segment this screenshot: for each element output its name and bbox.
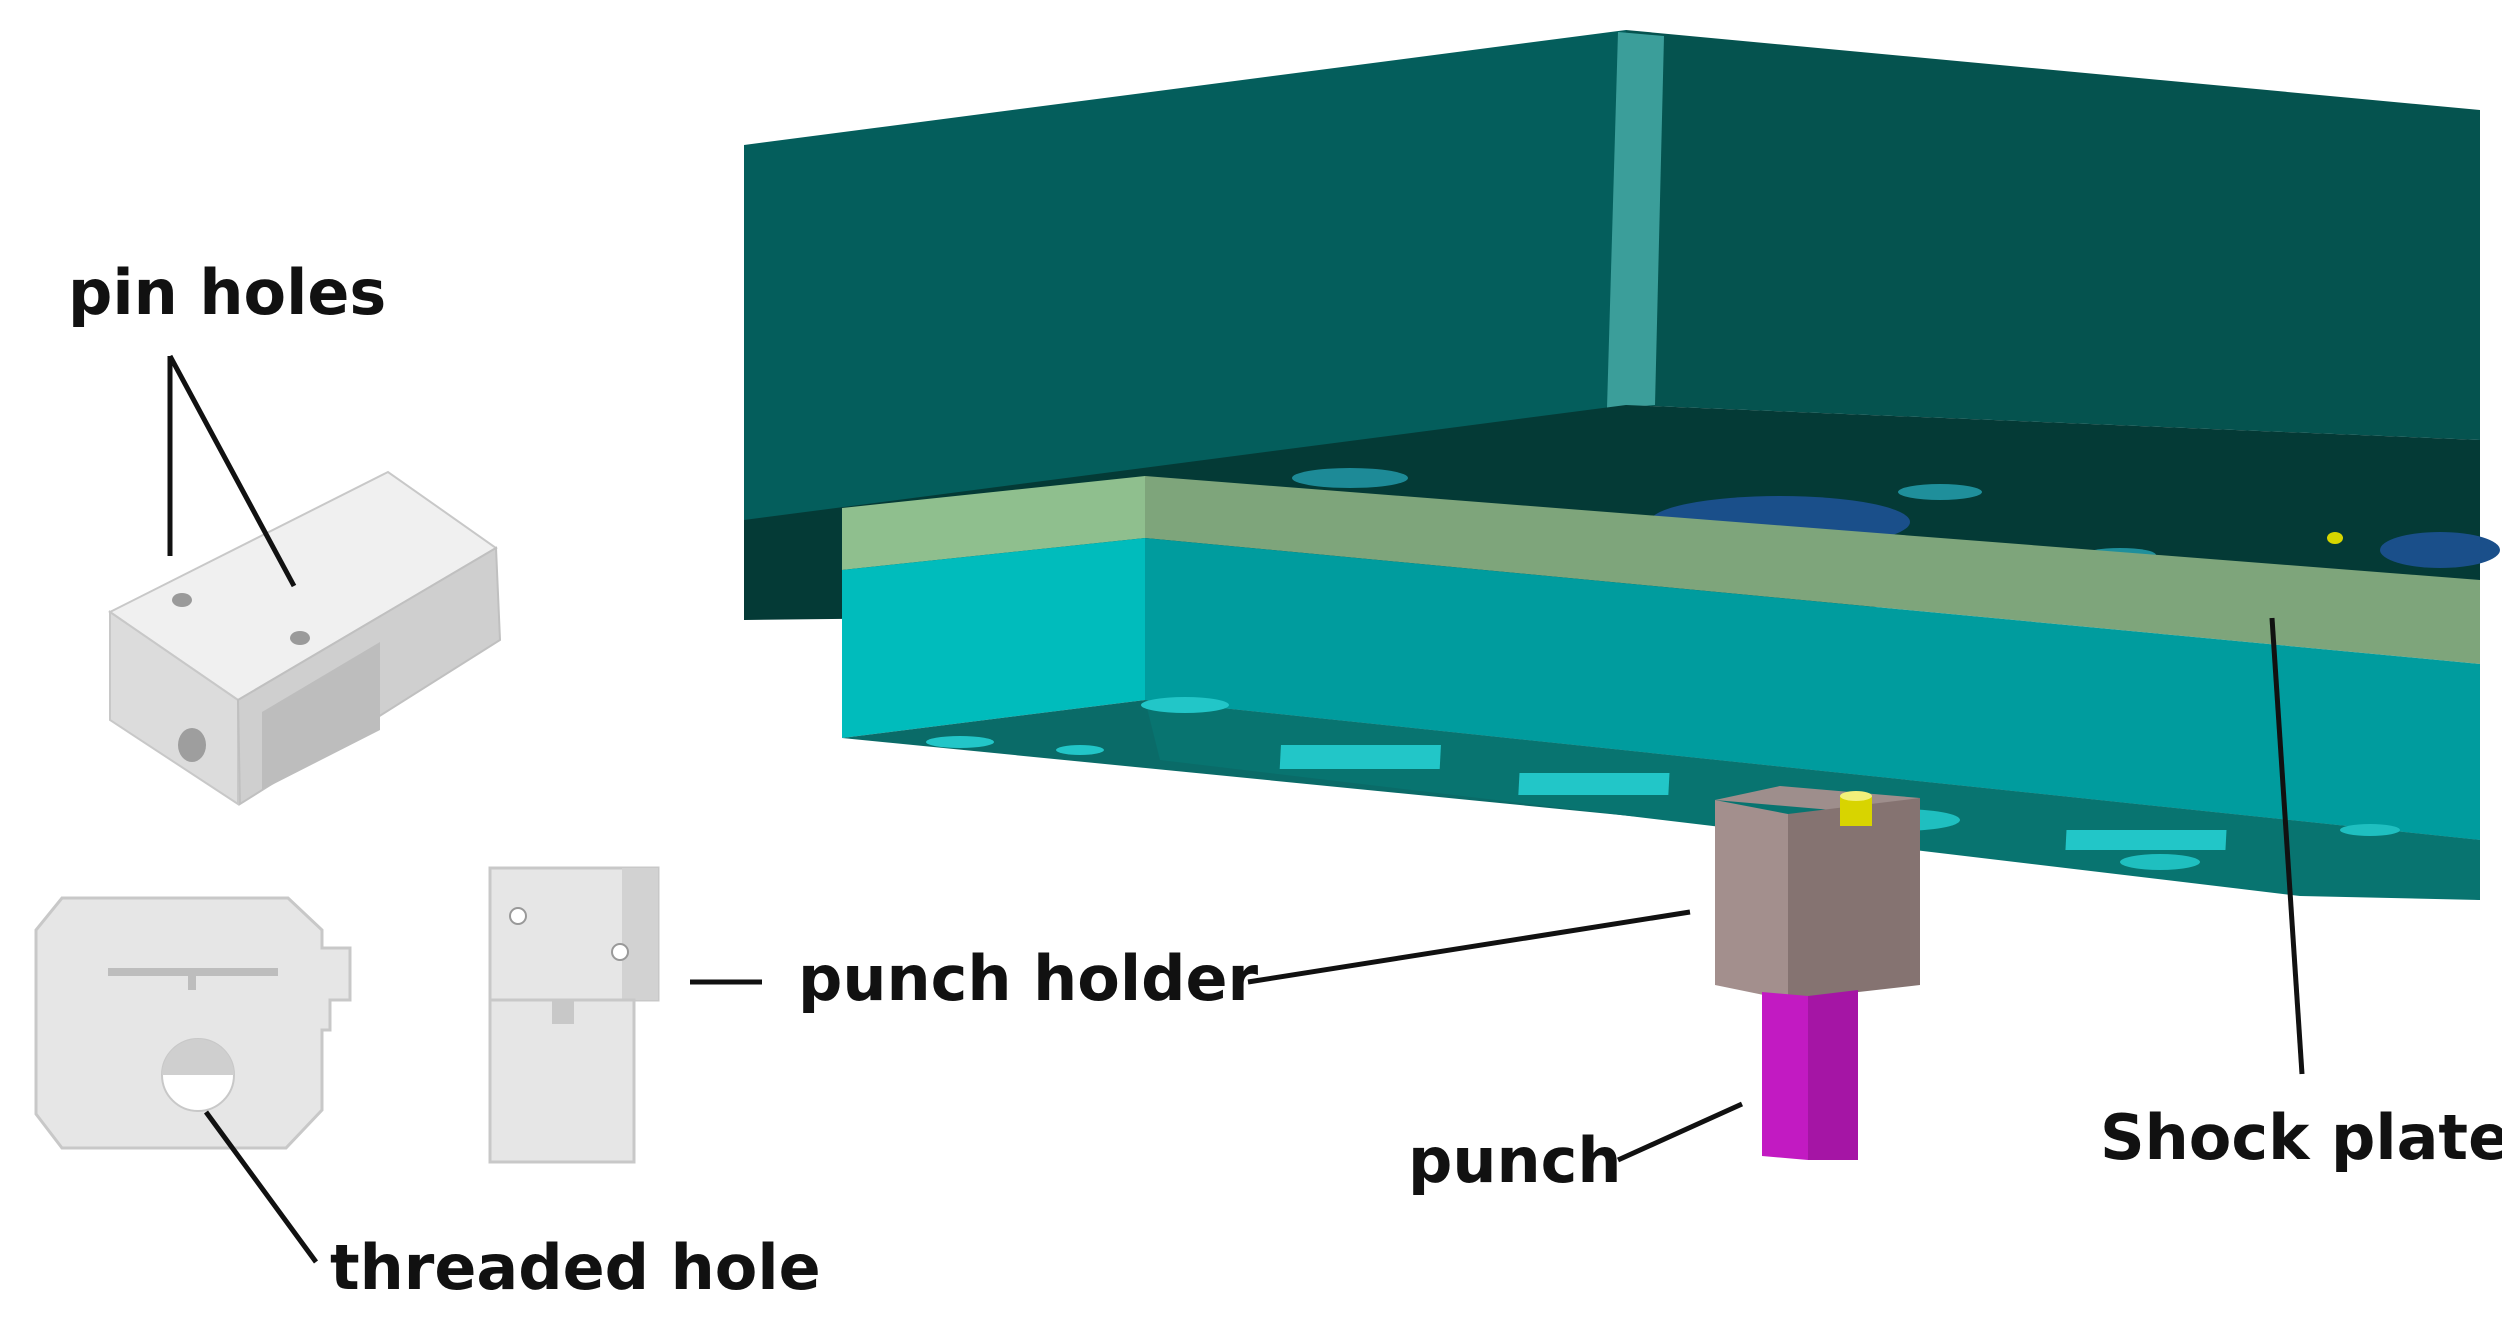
side-view-counterbore (552, 1000, 574, 1024)
plate-hole (926, 736, 994, 748)
punch-holder-pin-top (1840, 791, 1872, 801)
plate-hole (2340, 824, 2400, 836)
die-plate-edge-highlight (1607, 32, 1664, 408)
punch-holder-block-front (1715, 800, 1788, 1000)
punch-body-front (1762, 992, 1808, 1160)
part-step (262, 642, 380, 790)
punch-body-side (1808, 990, 1858, 1160)
part-pin-hole (290, 631, 310, 645)
side-view-groove (622, 868, 658, 1000)
plate-slot (1518, 773, 1670, 795)
shock-plate-front-face (842, 538, 1145, 738)
punch-holder-isometric (108, 470, 502, 806)
die-assembly (744, 30, 2500, 1160)
side-view-pin-hole (509, 907, 527, 925)
front-view-thread-half (162, 1039, 234, 1075)
label-pin-holes: pin holes (68, 256, 387, 329)
part-front-face (109, 610, 239, 806)
plate-hole (1141, 697, 1229, 713)
plate-hole (1056, 745, 1104, 755)
die-hole (1292, 468, 1408, 488)
plate-slot (2065, 830, 2227, 850)
plate-hole (2120, 854, 2200, 870)
leader-punch-holder-block (1247, 909, 1691, 985)
part-threaded-hole (178, 728, 206, 762)
shock-plate-right-face (1145, 538, 2480, 840)
label-threaded-hole: threaded hole (330, 1231, 821, 1304)
die-hole (2380, 532, 2500, 568)
front-view-slot (108, 968, 278, 976)
part-pin-hole (172, 593, 192, 607)
shock-plate-top-right (1145, 476, 2480, 664)
leader-pin-holes-b (167, 354, 297, 588)
leader-punch (1616, 1101, 1744, 1163)
leader-lines (167, 354, 2305, 1264)
side-view-lower (488, 998, 636, 1164)
leader-threaded-hole (203, 1110, 319, 1264)
side-view-pin-hole (611, 943, 629, 961)
punch-holder-front-view (34, 896, 352, 1150)
die-hole (2327, 532, 2343, 544)
label-punch-holder: punch holder (798, 942, 1259, 1015)
punch-holder-side-view (488, 866, 660, 1164)
leader-shock-plate (2269, 617, 2305, 1075)
die-plate-right-face (1626, 30, 2480, 440)
front-view-outline (34, 896, 352, 1150)
shock-plate-top-left (842, 476, 1145, 570)
die-plate-front-face (744, 30, 1626, 620)
front-view-slot-notch (188, 976, 196, 990)
plate-slot (1279, 745, 1441, 769)
punch-holder-block-side (1788, 798, 1920, 1000)
die-hole (1898, 484, 1982, 500)
label-punch: punch (1408, 1124, 1622, 1197)
label-shock-plate: Shock plate (2100, 1101, 2502, 1174)
